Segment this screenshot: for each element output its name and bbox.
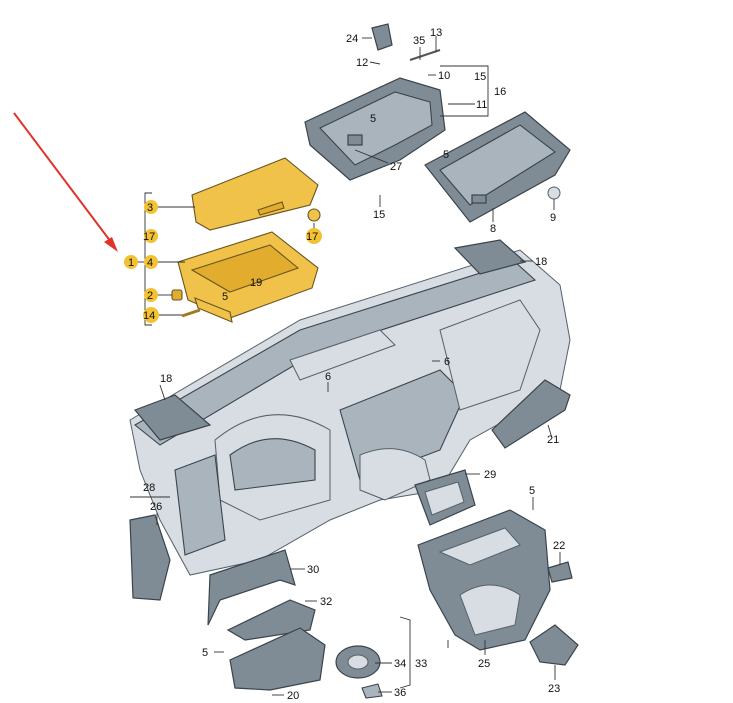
end-trim-28 bbox=[129, 514, 171, 601]
clip-36 bbox=[361, 683, 383, 699]
label-17b: 17 bbox=[306, 231, 318, 243]
console-frame-25 bbox=[417, 509, 551, 651]
label-30: 30 bbox=[307, 564, 319, 576]
label-17a: 17 bbox=[143, 231, 155, 243]
ring-34 bbox=[335, 645, 381, 679]
storage-carrier-16 bbox=[304, 77, 446, 181]
label-25: 25 bbox=[478, 658, 490, 670]
label-21: 21 bbox=[547, 434, 559, 446]
label-15b: 15 bbox=[373, 209, 385, 221]
glovebox-lid-3 bbox=[191, 157, 319, 231]
label-24: 24 bbox=[346, 33, 358, 45]
glovebox-housing-4 bbox=[177, 231, 319, 323]
cover-21 bbox=[491, 379, 571, 449]
part-labels: 1 2 3 4 14 17 17 5 19 24 12 35 13 10 15 … bbox=[128, 27, 565, 702]
trim-32 bbox=[226, 599, 316, 641]
glovebox-hinge-2 bbox=[171, 289, 183, 301]
label-19: 19 bbox=[250, 277, 262, 289]
label-9: 9 bbox=[550, 212, 556, 224]
label-8: 8 bbox=[490, 223, 496, 235]
label-12: 12 bbox=[356, 57, 368, 69]
switch-22 bbox=[547, 561, 573, 583]
ashtray-23 bbox=[529, 624, 579, 666]
label-28: 28 bbox=[143, 482, 155, 494]
glovebox-rod-14 bbox=[181, 308, 201, 318]
dashboard-main bbox=[129, 249, 571, 576]
glovebox-buffer-17 bbox=[307, 208, 321, 222]
label-5c: 5 bbox=[443, 149, 449, 161]
label-5e: 5 bbox=[202, 647, 208, 659]
label-18b: 18 bbox=[160, 373, 172, 385]
label-2: 2 bbox=[147, 290, 153, 302]
label-11: 11 bbox=[476, 99, 487, 111]
label-20: 20 bbox=[287, 690, 299, 702]
label-36: 36 bbox=[394, 687, 406, 699]
label-3: 3 bbox=[147, 202, 153, 214]
label-5a: 5 bbox=[222, 291, 228, 303]
cover-flap-8 bbox=[424, 111, 571, 223]
highlight-badges bbox=[124, 200, 322, 323]
leader-lines bbox=[130, 36, 561, 696]
lock-9 bbox=[547, 186, 561, 200]
label-5d: 5 bbox=[529, 485, 535, 497]
switch-24 bbox=[371, 23, 393, 51]
pointer-arrow bbox=[13, 112, 118, 252]
label-22: 22 bbox=[553, 540, 565, 552]
bolt-13 bbox=[409, 49, 441, 61]
label-10: 10 bbox=[438, 70, 450, 82]
label-32: 32 bbox=[320, 596, 332, 608]
label-18a: 18 bbox=[535, 256, 547, 268]
label-5b: 5 bbox=[370, 113, 376, 125]
trim-33-lower bbox=[229, 627, 326, 691]
label-34: 34 bbox=[394, 658, 406, 670]
bracket-29 bbox=[414, 469, 476, 526]
trim-30 bbox=[207, 549, 296, 626]
label-6b: 6 bbox=[325, 371, 331, 383]
label-29: 29 bbox=[484, 469, 496, 481]
label-33: 33 bbox=[415, 658, 427, 670]
label-26: 26 bbox=[150, 501, 162, 513]
vent-grille-18-left bbox=[133, 394, 212, 441]
label-27: 27 bbox=[390, 161, 402, 173]
vent-grille-18-right bbox=[453, 239, 527, 275]
label-13: 13 bbox=[430, 27, 442, 39]
label-15a: 15 bbox=[474, 71, 486, 83]
label-14: 14 bbox=[143, 310, 155, 322]
label-23: 23 bbox=[548, 683, 560, 695]
label-4: 4 bbox=[147, 257, 153, 269]
label-1: 1 bbox=[128, 257, 134, 269]
label-6a: 6 bbox=[444, 356, 450, 368]
label-35: 35 bbox=[413, 35, 425, 47]
label-16: 16 bbox=[494, 86, 506, 98]
